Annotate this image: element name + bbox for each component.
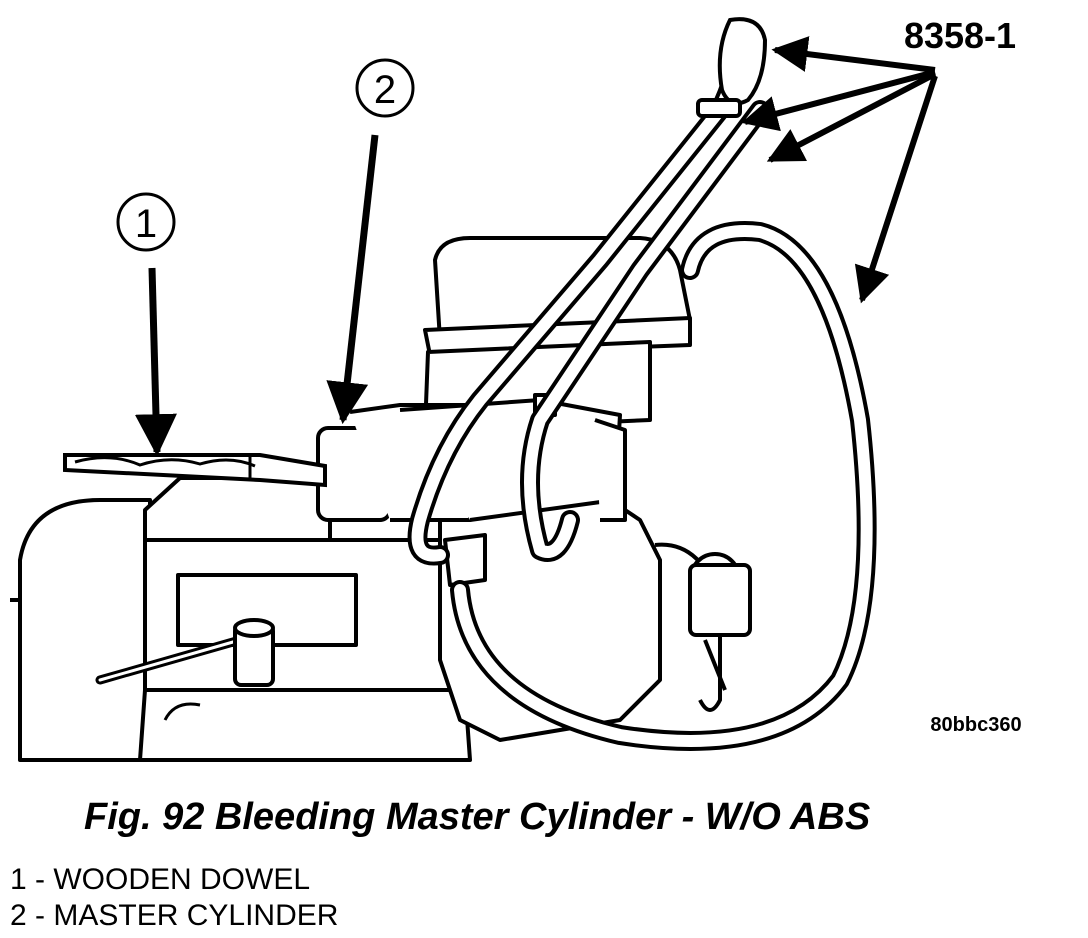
tool-callout: 8358-1	[741, 15, 1016, 304]
callout-1: 1	[116, 192, 177, 457]
callout-1-number: 1	[135, 202, 157, 246]
reference-code: 80bbc360	[930, 714, 1021, 736]
bleeding-diagram: 1 2 8358-1 80bbc360	[10, 15, 1022, 762]
figure-caption: Fig. 92 Bleeding Master Cylinder - W/O A…	[84, 796, 871, 838]
legend-text: MASTER CYLINDER	[53, 899, 339, 932]
callout-2-number: 2	[374, 68, 396, 112]
legend-item: 2 - MASTER CYLINDER	[10, 898, 338, 934]
legend: 1 - WOODEN DOWEL 2 - MASTER CYLINDER	[10, 862, 338, 934]
tool-label: 8358-1	[904, 15, 1016, 56]
legend-separator: -	[26, 863, 54, 896]
bench-vise	[10, 476, 472, 762]
callout-2: 2	[326, 58, 415, 425]
legend-number: 1	[10, 863, 27, 896]
legend-item: 1 - WOODEN DOWEL	[10, 862, 338, 898]
legend-separator: -	[26, 899, 54, 932]
legend-number: 2	[10, 899, 27, 932]
legend-text: WOODEN DOWEL	[53, 863, 311, 896]
wooden-dowel	[63, 453, 327, 488]
